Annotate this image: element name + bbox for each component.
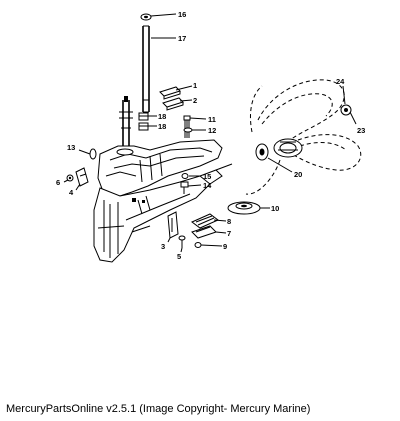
leader-lines (63, 13, 357, 253)
prop-nut-parts (340, 85, 352, 116)
callout-7: 7 (227, 229, 231, 238)
callout-2: 2 (193, 96, 197, 105)
trim-tab-parts (167, 211, 186, 248)
callout-24: 24 (336, 77, 345, 86)
callout-16: 16 (178, 10, 186, 19)
copyright-caption: MercuryPartsOnline v2.5.1 (Image Copyrig… (6, 403, 311, 415)
callout-9: 9 (223, 242, 227, 251)
plug-part (89, 148, 97, 160)
driveshaft-part (140, 13, 152, 113)
callout-18a: 18 (158, 112, 166, 121)
callout-18b: 18 (158, 122, 166, 131)
bracket-parts (191, 213, 219, 248)
callout-labels: 16 17 1 2 18 18 11 12 13 6 4 15 14 10 8 … (56, 10, 365, 261)
screw-parts (180, 173, 189, 194)
thrust-washer-part (227, 201, 261, 215)
callout-14: 14 (203, 181, 212, 190)
bolt-washer-parts (183, 115, 193, 138)
bearing-parts (138, 112, 149, 131)
callout-5: 5 (177, 252, 181, 261)
gear-housing (93, 139, 233, 263)
callout-8: 8 (227, 217, 231, 226)
driveshaft-stub (119, 96, 133, 150)
callout-4: 4 (69, 188, 74, 197)
callout-6: 6 (56, 178, 60, 187)
left-clip-parts (66, 167, 89, 187)
callout-11: 11 (208, 115, 216, 124)
propeller (245, 79, 362, 195)
callout-23: 23 (357, 126, 365, 135)
callout-20: 20 (294, 170, 302, 179)
callout-10: 10 (271, 204, 279, 213)
thrust-hub-part (255, 143, 269, 161)
callout-3: 3 (161, 242, 165, 251)
shim-parts (159, 86, 184, 111)
callout-15: 15 (203, 172, 211, 181)
callout-1: 1 (193, 81, 197, 90)
callout-13: 13 (67, 143, 75, 152)
callout-12: 12 (208, 126, 216, 135)
callout-17: 17 (178, 34, 186, 43)
